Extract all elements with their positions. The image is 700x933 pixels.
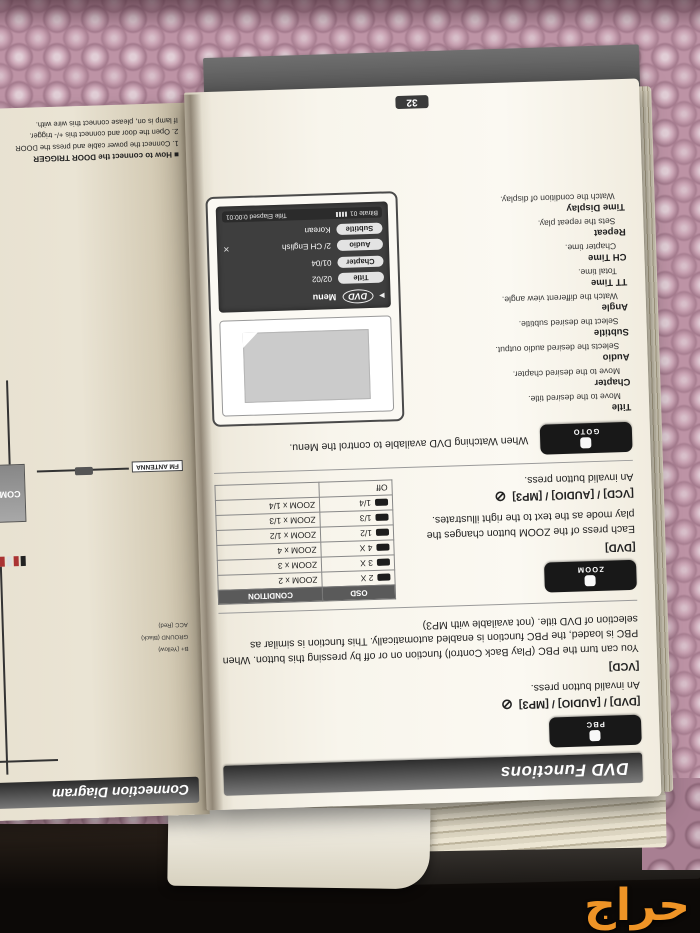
wire-line xyxy=(0,759,59,764)
pbc-button-illustration: PBC xyxy=(548,714,642,748)
manual-right-page: DVD Functions PBC [DVD] / [AUDIO] / [MP3… xyxy=(184,78,662,811)
zoom-key-icon xyxy=(377,573,391,581)
haraj-watermark: حراج xyxy=(584,880,690,931)
dvd-logo: DVD xyxy=(341,288,374,304)
bitrate-label: Bitrate 01 xyxy=(336,208,378,217)
dvd-osd-menu: ▶ DVD Menu Title 02/02 Chapter xyxy=(215,200,391,313)
bitrate-meter-icon xyxy=(336,211,348,217)
zoom-description: Each press of the ZOOM button changes th… xyxy=(426,508,636,542)
left-page-content: Connection Diagram COMBO PCB FM ANTENNA … xyxy=(0,103,210,823)
antenna-plug-icon xyxy=(74,466,94,476)
door-trigger-howto: ■ How to connect the DOOR TRIGGER 1. Con… xyxy=(0,115,179,167)
tv-screen-illustration xyxy=(219,314,395,417)
osd-row-chapter: Chapter 01/04 xyxy=(223,255,384,271)
top-shadow xyxy=(0,0,700,30)
goto-heading-row: GOTO When Watching DVD available to cont… xyxy=(213,421,633,464)
page-fold-icon xyxy=(242,332,259,348)
zoom-key-icon xyxy=(375,528,390,536)
wiring-diagram: COMBO PCB FM ANTENNA DOOR TRIGGER B+ (Ye… xyxy=(0,165,198,776)
remote-key-icon xyxy=(580,436,592,449)
osd-value: 1/3 xyxy=(359,512,372,524)
wire-label: ACC (Red) xyxy=(158,620,188,628)
menu-label: Menu xyxy=(312,291,337,303)
osd-menu-title-row: ▶ DVD Menu xyxy=(224,288,385,307)
combo-pcb-box: COMBO PCB xyxy=(0,463,27,524)
zoom-key-icon xyxy=(376,543,390,551)
zoom-key-icon xyxy=(376,558,391,566)
dvd-label: [DVD] xyxy=(604,540,636,554)
invalid-press-line: [VCD] / [AUDIO] / [MP3] ⊘ xyxy=(494,486,635,505)
wire-color-labels: B+ (Yellow) GROUND (Black) ACC (Red) xyxy=(140,615,189,652)
osd-status-bar: Bitrate 01 Title Elapsed 0:00:01 xyxy=(221,206,383,223)
wire-label: GROUND (Black) xyxy=(141,632,189,641)
osd-value: 4 X xyxy=(359,542,373,554)
connection-diagram-header: Connection Diagram xyxy=(0,776,200,811)
goto-button-illustration: GOTO xyxy=(539,421,633,455)
osd-value: 1/2 xyxy=(360,527,373,539)
prohibited-icon: ⊘ xyxy=(494,488,507,505)
osd-row-subtitle: Subtitle Korean xyxy=(222,222,383,239)
pbc-description: You can turn the PBC (Play Back Control)… xyxy=(222,612,639,667)
tv-screen-figure: ▶ DVD Menu Title 02/02 Chapter xyxy=(205,190,405,427)
connector-pins xyxy=(0,555,26,568)
square-bullet-icon: ■ xyxy=(174,150,180,160)
remote-key-icon xyxy=(589,730,602,742)
play-indicator-icon: ▶ xyxy=(379,291,385,299)
zoom-section: ZOOM [DVD] Each press of the ZOOM button… xyxy=(214,470,637,610)
trigger-wire xyxy=(6,380,11,465)
zoom-text-column: ZOOM [DVD] Each press of the ZOOM button… xyxy=(406,470,637,604)
osd-column-header: OSD xyxy=(322,584,396,602)
fm-antenna-label: FM ANTENNA xyxy=(131,459,183,473)
page-number-badge: 32 xyxy=(395,95,429,110)
manual-left-page: Connection Diagram COMBO PCB FM ANTENNA … xyxy=(0,102,210,823)
goto-intro-text: When Watching DVD available to control t… xyxy=(289,433,529,454)
curled-page-corner xyxy=(167,805,431,890)
zoom-button-illustration: ZOOM xyxy=(544,559,637,593)
prohibited-icon: ⊘ xyxy=(500,696,514,714)
goto-section: GOTO When Watching DVD available to cont… xyxy=(205,184,633,471)
blank-page-icon xyxy=(242,328,371,403)
zoom-osd-table: OSD CONDITION 2 X ZOOM x 2 3 X ZOO xyxy=(214,479,396,605)
pbc-section: PBC [DVD] / [AUDIO] / [MP3] ⊘ An invalid… xyxy=(219,611,642,766)
close-icon: ✕ xyxy=(222,244,230,254)
right-page-content: DVD Functions PBC [DVD] / [AUDIO] / [MP3… xyxy=(184,78,661,810)
zoom-key-icon xyxy=(375,513,389,521)
osd-value: 2 X xyxy=(360,572,374,584)
osd-value: Off xyxy=(318,479,393,498)
osd-value: 1/4 xyxy=(359,497,372,509)
wire-label: B+ (Yellow) xyxy=(158,644,189,652)
osd-value: 3 X xyxy=(360,557,374,569)
wire-line xyxy=(0,566,9,775)
open-manual-book: Connection Diagram COMBO PCB FM ANTENNA … xyxy=(0,26,700,890)
osd-row-audio: Audio 2/ CH English ✕ xyxy=(222,238,384,255)
remote-key-icon xyxy=(584,575,597,587)
zoom-key-icon xyxy=(374,498,389,506)
osd-row-title: Title 02/02 xyxy=(224,271,385,288)
elapsed-label: Title Elapsed 0:00:01 xyxy=(225,211,287,221)
